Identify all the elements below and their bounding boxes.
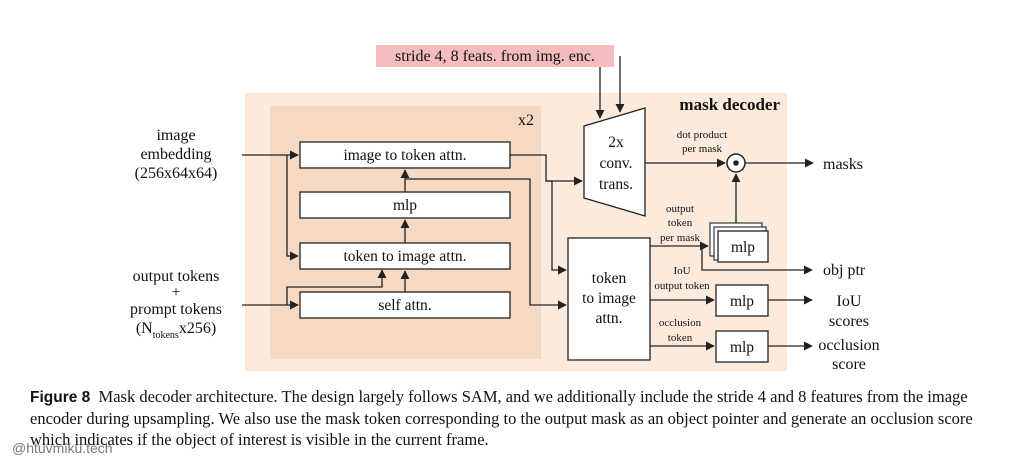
svg-text:score: score (832, 356, 866, 373)
svg-text:output token: output token (654, 280, 710, 292)
svg-text:token: token (668, 332, 693, 344)
iou-scores-output-label: IoU scores (829, 293, 869, 330)
output-token-annotation: output token per mask (660, 203, 701, 244)
top-input-highlight (376, 45, 614, 67)
dot-product-node (726, 153, 746, 173)
svg-text:to image: to image (582, 290, 636, 307)
svg-text:per mask: per mask (660, 232, 701, 244)
obj-ptr-output-label: obj ptr (823, 262, 866, 279)
image-to-token-attn-block: image to token attn. (299, 141, 511, 169)
figure-caption: Figure 8 Mask decoder architecture. The … (30, 386, 1000, 450)
svg-text:prompt tokens: prompt tokens (130, 301, 222, 318)
mlp-occlusion-block: mlp (715, 330, 769, 363)
masks-output-label: masks (823, 156, 863, 173)
svg-text:output tokens: output tokens (133, 268, 220, 285)
svg-text:mlp: mlp (393, 197, 417, 214)
svg-text:mlp: mlp (730, 339, 754, 356)
mask-decoder-diagram: stride 4, 8 feats. from img. enc. mask d… (130, 45, 880, 373)
svg-text:scores: scores (829, 313, 869, 330)
top-input-label: stride 4, 8 feats. from img. enc. (395, 48, 595, 65)
svg-text:image: image (156, 127, 195, 144)
self-attn-block: self attn. (299, 291, 511, 319)
iou-token-annotation: IoU output token (654, 265, 710, 292)
output-tokens-label: output tokens + prompt tokens (Ntokensx2… (130, 268, 222, 341)
svg-text:embedding: embedding (140, 146, 211, 163)
connectors (242, 56, 814, 351)
svg-text:+: + (171, 284, 180, 301)
repeat-label: x2 (518, 112, 534, 129)
decoder-title: mask decoder (679, 95, 780, 114)
occlusion-token-annotation: occlusion token (659, 317, 702, 344)
svg-text:token: token (668, 217, 693, 229)
svg-text:conv.: conv. (600, 155, 633, 172)
token-to-image-attn-large-block: token to image attn. (567, 237, 651, 361)
mlp-output-token-block: mlp (709, 222, 769, 263)
svg-text:IoU: IoU (673, 265, 690, 277)
svg-text:mlp: mlp (731, 239, 755, 256)
svg-text:token: token (592, 270, 627, 287)
svg-text:output: output (666, 203, 694, 215)
image-embedding-label: image embedding (256x64x64) (135, 127, 218, 182)
dot-product-annotation: dot product per mask (677, 129, 727, 155)
svg-text:(256x64x64): (256x64x64) (135, 165, 218, 182)
svg-text:attn.: attn. (595, 310, 622, 327)
occlusion-score-output-label: occlusion score (818, 337, 879, 373)
caption-text: Mask decoder architecture. The design la… (30, 387, 973, 449)
watermark: @htuvmiku.tech (12, 440, 113, 456)
svg-text:occlusion: occlusion (818, 337, 879, 354)
svg-text:dot product: dot product (677, 129, 727, 141)
svg-text:2x: 2x (608, 134, 624, 151)
svg-text:token to image attn.: token to image attn. (343, 248, 466, 265)
svg-text:per mask: per mask (682, 143, 723, 155)
svg-text:IoU: IoU (837, 293, 862, 310)
svg-text:self attn.: self attn. (378, 297, 431, 314)
conv-trans-block: 2x conv. trans. (583, 107, 646, 217)
token-count-label: (Ntokensx256) (136, 320, 216, 341)
token-to-image-attn-block: token to image attn. (299, 242, 511, 270)
mlp-block: mlp (299, 191, 511, 219)
svg-text:image to token attn.: image to token attn. (343, 147, 466, 164)
mlp-iou-block: mlp (715, 284, 769, 317)
svg-text:mlp: mlp (730, 293, 754, 310)
svg-text:occlusion: occlusion (659, 317, 702, 329)
svg-text:trans.: trans. (599, 176, 633, 193)
figure-label: Figure 8 (30, 389, 91, 406)
